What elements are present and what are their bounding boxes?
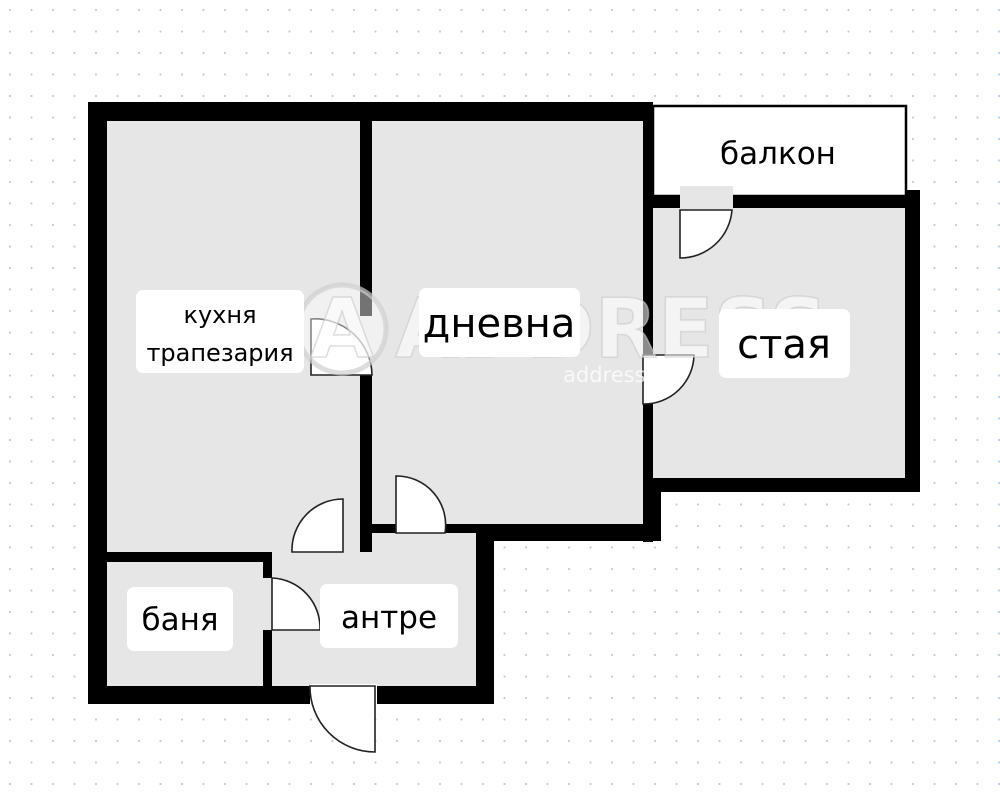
door-living-bedroom — [642, 354, 695, 405]
door-kitchen-hall — [291, 498, 344, 553]
living-label-text: дневна — [423, 301, 576, 347]
living-label-box — [419, 288, 580, 357]
living-label: дневна — [419, 288, 580, 357]
watermark-site: address.bg — [563, 363, 679, 387]
bedroom-label-box — [719, 309, 850, 378]
hallway-label-text: антре — [341, 600, 437, 636]
balcony-label: балкон — [720, 136, 836, 172]
door-entrance — [309, 685, 376, 753]
bedroom-label-text: стая — [737, 322, 831, 368]
kitchen-label: кухня трапезария — [136, 290, 304, 373]
kitchen-label-box — [136, 290, 304, 373]
kitchen-label-line2: трапезария — [146, 339, 293, 367]
bathroom-label: баня — [127, 587, 233, 651]
bedroom-label: стая — [719, 309, 850, 378]
door-balcony — [679, 209, 733, 259]
opening-kitchen-hall — [292, 550, 360, 564]
bathroom-label-text: баня — [141, 602, 218, 638]
watermark-logo-letter: A — [310, 282, 374, 377]
kitchen-label-line1: кухня — [183, 301, 256, 329]
opening-balcony-bedroom — [680, 186, 733, 210]
balcony-room — [651, 104, 908, 198]
hallway-label: антре — [320, 584, 458, 648]
opening-bath-hall — [261, 578, 274, 630]
wall-kitchen-bath — [107, 552, 272, 562]
door-living-hall — [395, 475, 447, 534]
hallway-label-box — [320, 584, 458, 648]
bathroom-label-box — [127, 587, 233, 651]
